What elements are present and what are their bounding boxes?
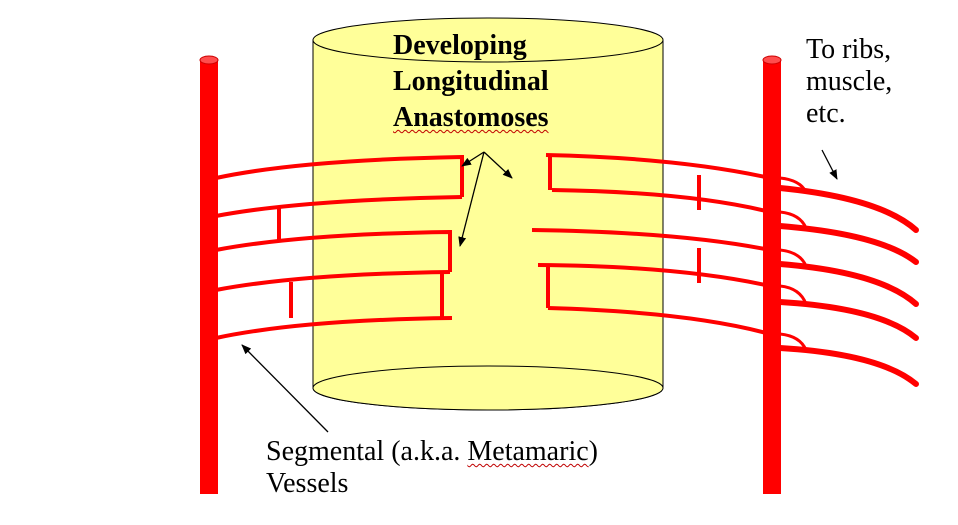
cylinder-top [312,17,664,63]
arrow-anastomosis-1 [461,151,485,167]
arrow-anastomosis-3 [458,151,485,247]
left-vessel-trunk [200,60,218,494]
segmental-note-suffix: ) [588,436,598,467]
ribs-note-line-3: etc. [806,98,846,129]
diagram-title: Developing Longitudinal Anastomoses [393,28,549,136]
segmental-note: Segmental (a.k.a. Metamaric) Vessels [266,436,598,500]
arrow-to-ribs [821,149,838,180]
arrow-anastomosis-2 [483,151,513,179]
right-branch-5 [547,306,771,336]
cylinder-bottom [312,365,664,411]
rib-branch-5 [777,345,919,387]
arrow-segmental [241,344,329,433]
left-vessel-top-cap [199,55,219,65]
ribs-note: To ribs, muscle, etc. [806,34,892,130]
rib-loop-4 [778,284,808,306]
left-branch-4 [215,270,451,292]
rib-loop-3 [778,248,808,268]
right-branch-2 [551,188,771,214]
left-branch-3 [215,229,452,272]
title-line-3: Anastomoses [393,102,549,133]
right-vessel-top-cap [762,55,782,65]
rib-branch-4 [777,299,919,341]
title-line-2: Longitudinal [393,66,549,97]
rib-branch-1 [777,185,919,233]
rib-loop-2 [778,210,808,230]
segmental-note-line-2: Vessels [266,468,349,499]
segmental-note-prefix: Segmental (a.k.a. [266,436,468,467]
pointer-arrows [241,149,838,433]
rib-loop-1 [778,176,808,194]
title-line-1: Developing [393,30,527,61]
right-branch-1 [545,153,771,180]
rib-branch-2 [777,223,919,265]
rib-branches [777,176,919,387]
left-branch-2 [215,195,463,218]
right-branch-3 [531,228,771,252]
segmental-note-line-1: Segmental (a.k.a. Metamaric) [266,436,598,468]
left-branch-5 [215,316,453,340]
left-branch-1 [215,154,464,197]
right-vessel [762,55,782,494]
rib-loop-5 [778,332,808,352]
left-segmental-branches [215,154,464,340]
ribs-note-line-1: To ribs, [806,34,892,65]
left-vessel [199,55,219,494]
segmental-note-word: Metamaric [467,436,589,467]
rib-branch-3 [777,261,919,307]
ribs-note-line-2: muscle, [806,66,893,97]
right-segmental-branches [531,153,771,336]
right-branch-4 [537,263,771,288]
right-vessel-trunk [763,60,781,494]
